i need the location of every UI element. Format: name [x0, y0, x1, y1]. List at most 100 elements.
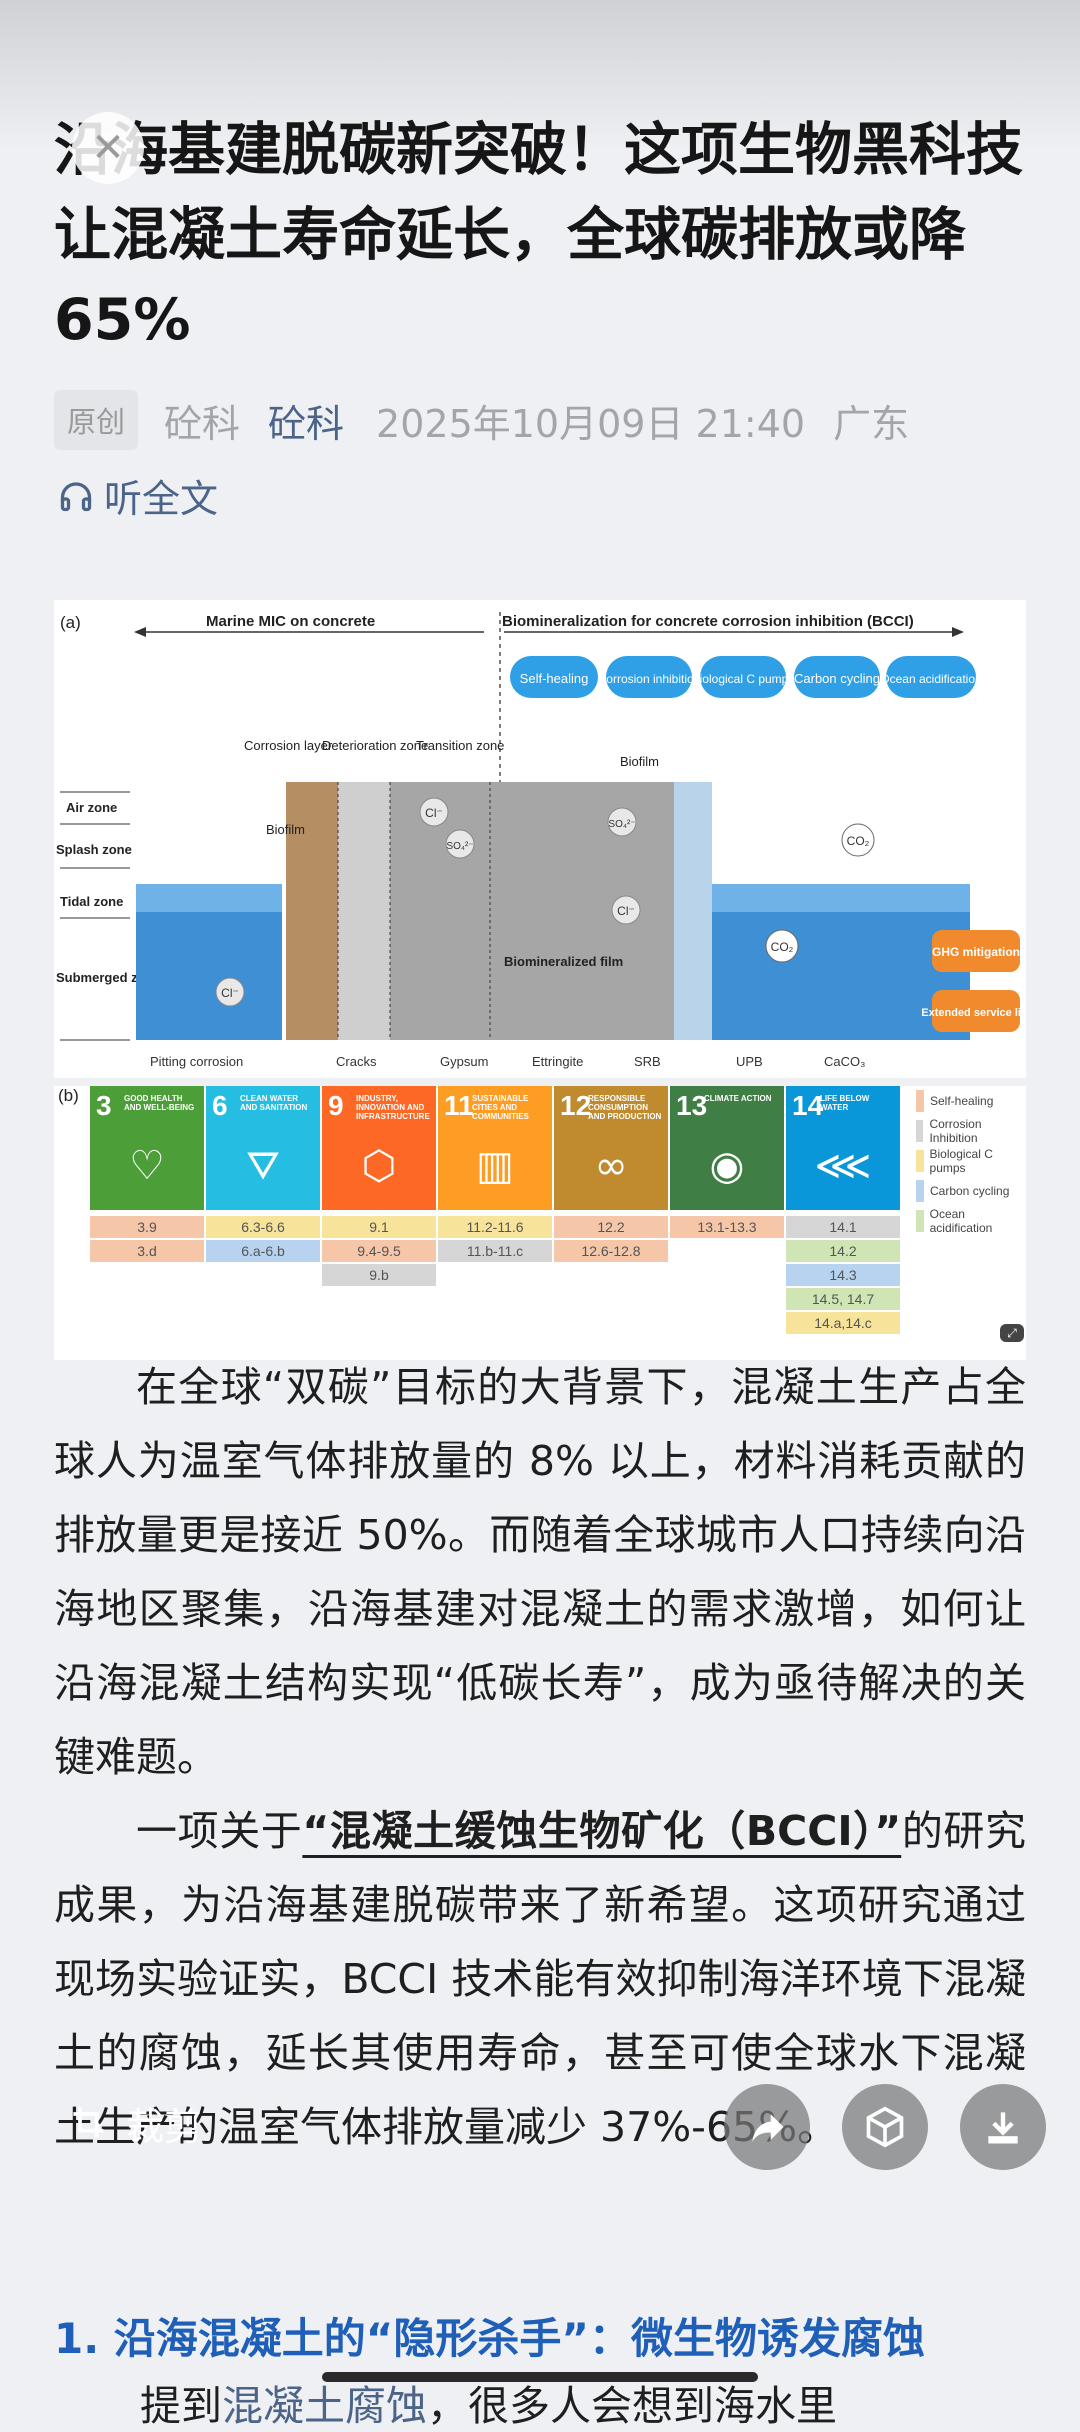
svg-text:GHG mitigation: GHG mitigation — [932, 945, 1020, 959]
home-indicator[interactable] — [322, 2372, 758, 2382]
layer-transition: Transition zone — [416, 738, 504, 753]
download-icon — [988, 2112, 1018, 2144]
svg-text:SRB: SRB — [634, 1054, 661, 1069]
svg-text:Carbon cycling: Carbon cycling — [794, 671, 880, 686]
share-icon — [752, 2114, 784, 2142]
zone-submerged: Submerged zone — [56, 970, 161, 985]
sdg-row: 3 GOOD HEALTH AND WELL-BEING ♡ 6 CLEAN W… — [90, 1086, 902, 1210]
listen-label: 听全文 — [104, 477, 219, 521]
ion-markers: Cl⁻ SO₄²⁻ SO₄²⁻ Cl⁻ Cl⁻ CO₂ CO₂ — [215, 797, 875, 1007]
svg-text:CO₂: CO₂ — [847, 834, 870, 848]
pill-carbon-cycling: Carbon cycling — [794, 656, 880, 698]
eye-icon: ◉ — [709, 1143, 745, 1189]
target-cell: 9.1 — [322, 1216, 436, 1238]
heartbeat-icon: ♡ — [129, 1143, 165, 1189]
svg-text:Ettringite: Ettringite — [532, 1054, 583, 1069]
legend-item: Corrosion Inhibition — [916, 1116, 1026, 1146]
zone-air: Air zone — [66, 800, 117, 815]
sdg-goal-14: 14 LIFE BELOW WATER ⋘ — [786, 1086, 900, 1210]
svg-text:Cl⁻: Cl⁻ — [617, 904, 635, 918]
svg-text:SO₄²⁻: SO₄²⁻ — [446, 841, 473, 852]
headphones-icon — [60, 481, 92, 511]
target-cell: 9.4-9.5 — [322, 1240, 436, 1262]
svg-text:SO₄²⁻: SO₄²⁻ — [608, 819, 635, 830]
article-figure[interactable]: (a) Marine MIC on concrete Biomineraliza… — [54, 600, 1026, 1360]
pill-biological-c-pumps: Biological C pumps — [692, 656, 795, 698]
target-cell: 11.2-11.6 — [438, 1216, 552, 1238]
biofilm-left-label: Biofilm — [266, 822, 305, 837]
biomineralized-film-label: Biomineralized film — [504, 954, 623, 969]
close-button[interactable]: ✕ — [72, 112, 144, 184]
target-cell: 14.1 — [786, 1216, 900, 1238]
account-link[interactable]: 砼科 — [268, 401, 345, 446]
paragraph-2: 一项关于“混凝土缓蚀生物矿化（BCCI）”的研究成果，为沿海基建脱碳带来了新希望… — [54, 1807, 1027, 2151]
svg-text:Corrosion inhibition: Corrosion inhibition — [598, 672, 701, 686]
listen-button[interactable]: 听全文 — [58, 468, 218, 523]
section-heading: 1. 沿海混凝土的“隐形杀手”：微生物诱发腐蚀 — [54, 2314, 926, 2363]
target-cell: 14.3 — [786, 1264, 900, 1286]
figure-panel-a: (a) Marine MIC on concrete Biomineraliza… — [54, 600, 1026, 1078]
sdg-goal-3: 3 GOOD HEALTH AND WELL-BEING ♡ — [90, 1086, 204, 1210]
target-cell: 3.d — [90, 1240, 204, 1262]
pill-self-healing: Self-healing — [510, 656, 598, 698]
svg-text:Gypsum: Gypsum — [440, 1054, 488, 1069]
cubes-icon: ⬡ — [361, 1143, 397, 1189]
publish-location: 广东 — [833, 401, 910, 446]
pill-corrosion-inhibition: Corrosion inhibition — [598, 656, 701, 698]
outcome-ghg: GHG mitigation — [932, 930, 1020, 972]
svg-text:UPB: UPB — [736, 1054, 763, 1069]
sdg-goal-6: 6 CLEAN WATER AND SANITATION ⛛ — [206, 1086, 320, 1210]
svg-text:Cracks: Cracks — [336, 1054, 377, 1069]
sdg-goal-13: 13 CLIMATE ACTION ◉ — [670, 1086, 784, 1210]
cube-button[interactable] — [842, 2084, 928, 2170]
keyword-link[interactable]: 混凝土腐蚀 — [222, 2382, 427, 2430]
sdg-goal-12: 12 RESPONSIBLE CONSUMPTION AND PRODUCTIO… — [554, 1086, 668, 1210]
close-icon: ✕ — [91, 125, 125, 171]
expand-image-icon[interactable]: ⤢ — [1000, 1324, 1024, 1342]
svg-text:Extended service life: Extended service life — [921, 1007, 1026, 1019]
target-cell: 11.b-11.c — [438, 1240, 552, 1262]
share-button[interactable] — [724, 2084, 810, 2170]
top-shade — [0, 0, 1080, 150]
svg-text:Biological C pumps: Biological C pumps — [692, 672, 795, 686]
cube-icon — [866, 2106, 904, 2148]
target-cell: 14.5, 14.7 — [786, 1288, 900, 1310]
panel-a-left-title: Marine MIC on concrete — [206, 613, 375, 630]
svg-text:Ocean acidification: Ocean acidification — [880, 672, 981, 686]
svg-text:Self-healing: Self-healing — [520, 671, 589, 686]
panel-a-legend: Pitting corrosion Cracks Gypsum Ettringi… — [150, 1054, 865, 1069]
legend-item: Carbon cycling — [916, 1176, 1026, 1206]
target-cell: 12.6-12.8 — [554, 1240, 668, 1262]
target-cell: 9.b — [322, 1264, 436, 1286]
target-cell: 6.3-6.6 — [206, 1216, 320, 1238]
panel-a-right-title: Biomineralization for concrete corrosion… — [502, 613, 914, 630]
download-button[interactable] — [960, 2084, 1046, 2170]
legend-item: Self-healing — [916, 1086, 1026, 1116]
svg-text:CO₂: CO₂ — [771, 940, 794, 954]
fish-icon: ⋘ — [814, 1143, 872, 1189]
panel-b-legend: Self-healing Corrosion Inhibition Biolog… — [916, 1086, 1026, 1236]
paragraph-1: 在全球“双碳”目标的大背景下，混凝土生产占全球人为温室气体排放量的 8% 以上，… — [54, 1363, 1026, 1781]
figure-panel-b: (b) 3 GOOD HEALTH AND WELL-BEING ♡ 6 CLE… — [54, 1086, 1026, 1360]
water-icon: ⛛ — [246, 1143, 280, 1189]
article-body: 在全球“双碳”目标的大背景下，混凝土生产占全球人为温室气体排放量的 8% 以上，… — [54, 1350, 1026, 2164]
pill-ocean-acidification: Ocean acidification — [880, 656, 982, 698]
svg-text:Cl⁻: Cl⁻ — [221, 986, 239, 1000]
target-cell: 6.a-6.b — [206, 1240, 320, 1262]
legend-item: Ocean acidification — [916, 1206, 1026, 1236]
zone-splash: Splash zone — [56, 842, 132, 857]
city-icon: ▥ — [476, 1143, 514, 1189]
layer-deterioration: Deterioration zone — [322, 738, 428, 753]
biofilm-right-label: Biofilm — [620, 754, 659, 769]
crop-icon — [73, 2106, 104, 2137]
crop-button[interactable]: 裁剪 — [68, 2096, 202, 2151]
svg-text:Cl⁻: Cl⁻ — [425, 806, 443, 820]
svg-text:CaCO₃: CaCO₃ — [824, 1054, 865, 1069]
target-cell: 14.a,14.c — [786, 1312, 900, 1334]
target-cell: 13.1-13.3 — [670, 1216, 784, 1238]
original-badge: 原创 — [54, 390, 139, 450]
panel-a-label: (a) — [60, 613, 81, 632]
sdg-goal-9: 9 INDUSTRY, INNOVATION AND INFRASTRUCTUR… — [322, 1086, 436, 1210]
svg-text:Pitting corrosion: Pitting corrosion — [150, 1054, 243, 1069]
article-title: 沿海基建脱碳新突破！这项生物黑科技让混凝土寿命延长，全球碳排放或降 65% — [54, 117, 1023, 353]
